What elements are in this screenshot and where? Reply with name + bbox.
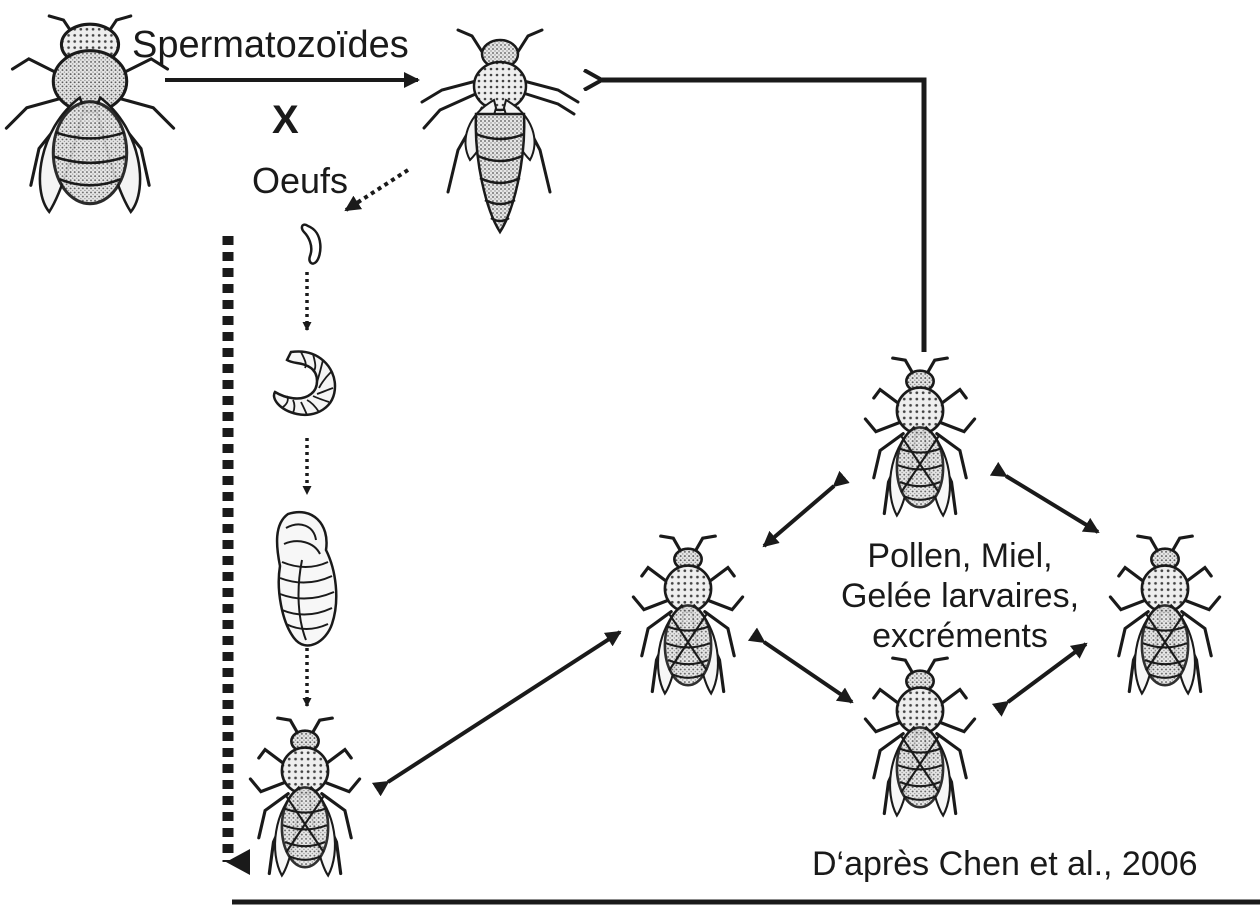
young-worker-bee-icon [250,718,359,876]
egg-icon [302,225,320,264]
worker-bee-icon [865,658,974,816]
eggs-label: Oeufs [252,163,348,199]
nutrients-line: excréments [810,616,1110,656]
exchange-arrow [388,632,620,782]
worker-bee-icon [865,358,974,515]
worker-bee-icon [633,536,742,694]
queen-bee-icon [422,30,578,232]
larva-icon [274,351,335,415]
return-to-queen-arrow [602,80,924,352]
cross-symbol: X [272,100,299,140]
nutrients-line: Gelée larvaires, [810,576,1110,616]
egg-laying-arrow [346,170,408,210]
nutrients-label: Pollen, Miel, Gelée larvaires, excrément… [810,536,1110,656]
citation-label: D‘après Chen et al., 2006 [812,847,1198,881]
worker-bee-icon [1110,536,1219,694]
pupa-icon [277,512,336,645]
nutrients-line: Pollen, Miel, [810,536,1110,576]
spermatozoa-label: Spermatozoïdes [132,26,409,64]
exchange-arrow [1006,476,1098,532]
